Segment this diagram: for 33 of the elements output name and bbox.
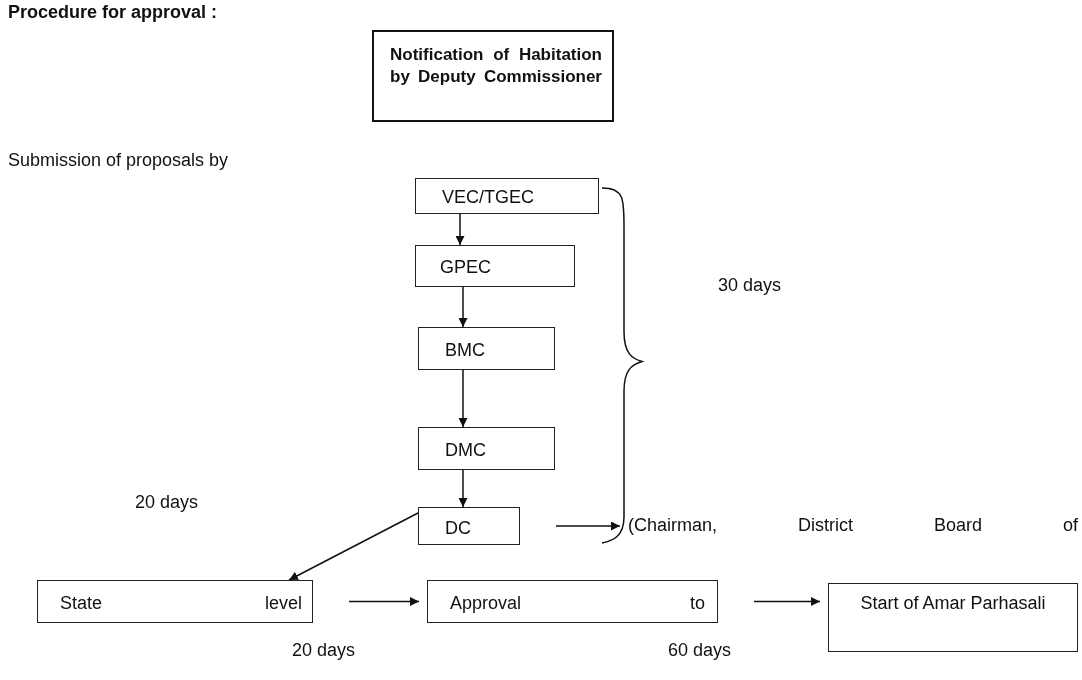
arrow (753, 597, 821, 606)
box-label: VEC/TGEC (442, 186, 535, 209)
note-text: 20 days (292, 640, 356, 661)
note-text: 20 days (135, 492, 199, 513)
arrow (555, 521, 621, 531)
node-text: (Chairman, District Board of (628, 514, 1078, 542)
note-text: 30 days (718, 275, 782, 296)
arrow (458, 286, 468, 328)
box-label: Notification of Habitation by Deputy Commissioner (390, 44, 602, 89)
process-box (427, 580, 718, 623)
box-label: Approval to (450, 592, 705, 615)
arrow (455, 213, 465, 246)
process-box (37, 580, 313, 623)
note-text: Submission of proposals by (8, 150, 229, 171)
note-text: 60 days (668, 640, 732, 661)
process-box (418, 427, 555, 470)
arrow (458, 469, 468, 508)
arrow (458, 369, 468, 428)
box-label: DC (445, 517, 472, 540)
arrow (348, 597, 420, 606)
box-label: Start of Amar Parhasali (859, 592, 1047, 615)
process-box (828, 583, 1078, 652)
heading-text: Procedure for approval : (8, 2, 218, 23)
box-label: BMC (445, 339, 486, 362)
box-label: GPEC (440, 256, 492, 279)
process-box (415, 178, 599, 214)
process-box (415, 245, 575, 287)
arrow (288, 512, 419, 581)
box-label: State level (60, 592, 302, 615)
process-box (418, 507, 520, 545)
process-box (418, 327, 555, 370)
box-label: DMC (445, 439, 487, 462)
process-box (372, 30, 614, 122)
